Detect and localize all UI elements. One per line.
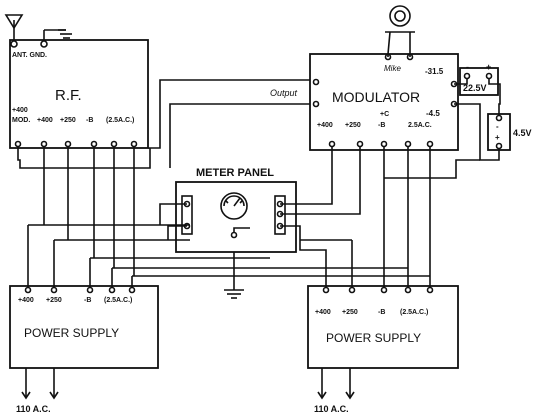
- psr-terminal-250: +250: [342, 309, 358, 316]
- mod-terminal-400: +400: [317, 122, 333, 129]
- psl-terminal-250: +250: [46, 297, 62, 304]
- mike-label: Mike: [384, 64, 401, 73]
- battery-4-5v-plus: +: [495, 133, 500, 142]
- rf-unit: ANT. GND. R.F. +400 MOD. +400 +250 -B (2…: [9, 39, 149, 149]
- psr-terminal-400: +400: [315, 309, 331, 316]
- bias-31-5-label: -31.5: [425, 67, 444, 76]
- rf-terminal-minus-b: -B: [86, 117, 93, 124]
- psr-terminal-minus-b: -B: [378, 309, 385, 316]
- meter-gauge-icon: [220, 192, 248, 220]
- modulator-unit: Mike -31.5 -4.5 Output MODULATOR +C +400…: [270, 53, 459, 151]
- rf-terminal-400: +400: [37, 117, 53, 124]
- modulator-title: MODULATOR: [332, 89, 420, 105]
- ground-icon-rf: [43, 29, 72, 40]
- battery-22-5v-minus: -: [466, 62, 469, 72]
- psr-terminal-ac: (2.5A.C.): [400, 309, 428, 316]
- antenna-icon: [4, 14, 24, 40]
- battery-22-5v: - + 22.5V: [459, 62, 499, 96]
- c-label: +C: [380, 111, 389, 118]
- psl-terminal-ac: (2.5A.C.): [104, 297, 132, 304]
- rf-title: R.F.: [55, 87, 82, 104]
- rf-terminal-mod: MOD.: [12, 117, 30, 124]
- power-supply-right: +400 +250 -B (2.5A.C.) POWER SUPPLY: [307, 285, 459, 369]
- battery-22-5v-label: 22.5V: [463, 83, 487, 93]
- battery-22-5v-plus: +: [486, 62, 491, 72]
- ground-icon-center: [224, 252, 244, 299]
- psl-terminal-minus-b: -B: [84, 297, 91, 304]
- rf-terminal-400-top: +400: [12, 107, 28, 114]
- battery-4-5v-minus: -: [496, 122, 499, 131]
- psl-terminal-400: +400: [18, 297, 34, 304]
- wiring: [17, 54, 501, 288]
- battery-4-5v-label: 4.5V: [513, 128, 532, 138]
- psr-ac-label: 110 A.C.: [314, 404, 349, 414]
- ac-leads-left: 110 A.C.: [16, 368, 59, 414]
- mod-terminal-ac: 2.5A.C.: [408, 122, 432, 129]
- meter-panel-title: METER PANEL: [196, 167, 274, 179]
- ac-leads-right: 110 A.C.: [314, 368, 355, 414]
- ant-gnd-label: ANT. GND.: [12, 52, 47, 59]
- psl-title: POWER SUPPLY: [24, 326, 119, 340]
- rf-terminal-250: +250: [60, 117, 76, 124]
- battery-4-5v: - + 4.5V: [487, 113, 532, 151]
- mod-terminal-250: +250: [345, 122, 361, 129]
- microphone-icon: [385, 5, 415, 55]
- output-label: Output: [270, 88, 298, 98]
- meter-panel: METER PANEL: [175, 167, 297, 253]
- power-supply-left: +400 +250 -B (2.5A.C.) POWER SUPPLY: [9, 285, 159, 369]
- bias-4-5-label: -4.5: [426, 109, 440, 118]
- mod-terminal-minus-b: -B: [378, 122, 385, 129]
- rf-terminal-ac: (2.5A.C.): [106, 117, 134, 124]
- psl-ac-label: 110 A.C.: [16, 404, 51, 414]
- psr-title: POWER SUPPLY: [326, 331, 421, 345]
